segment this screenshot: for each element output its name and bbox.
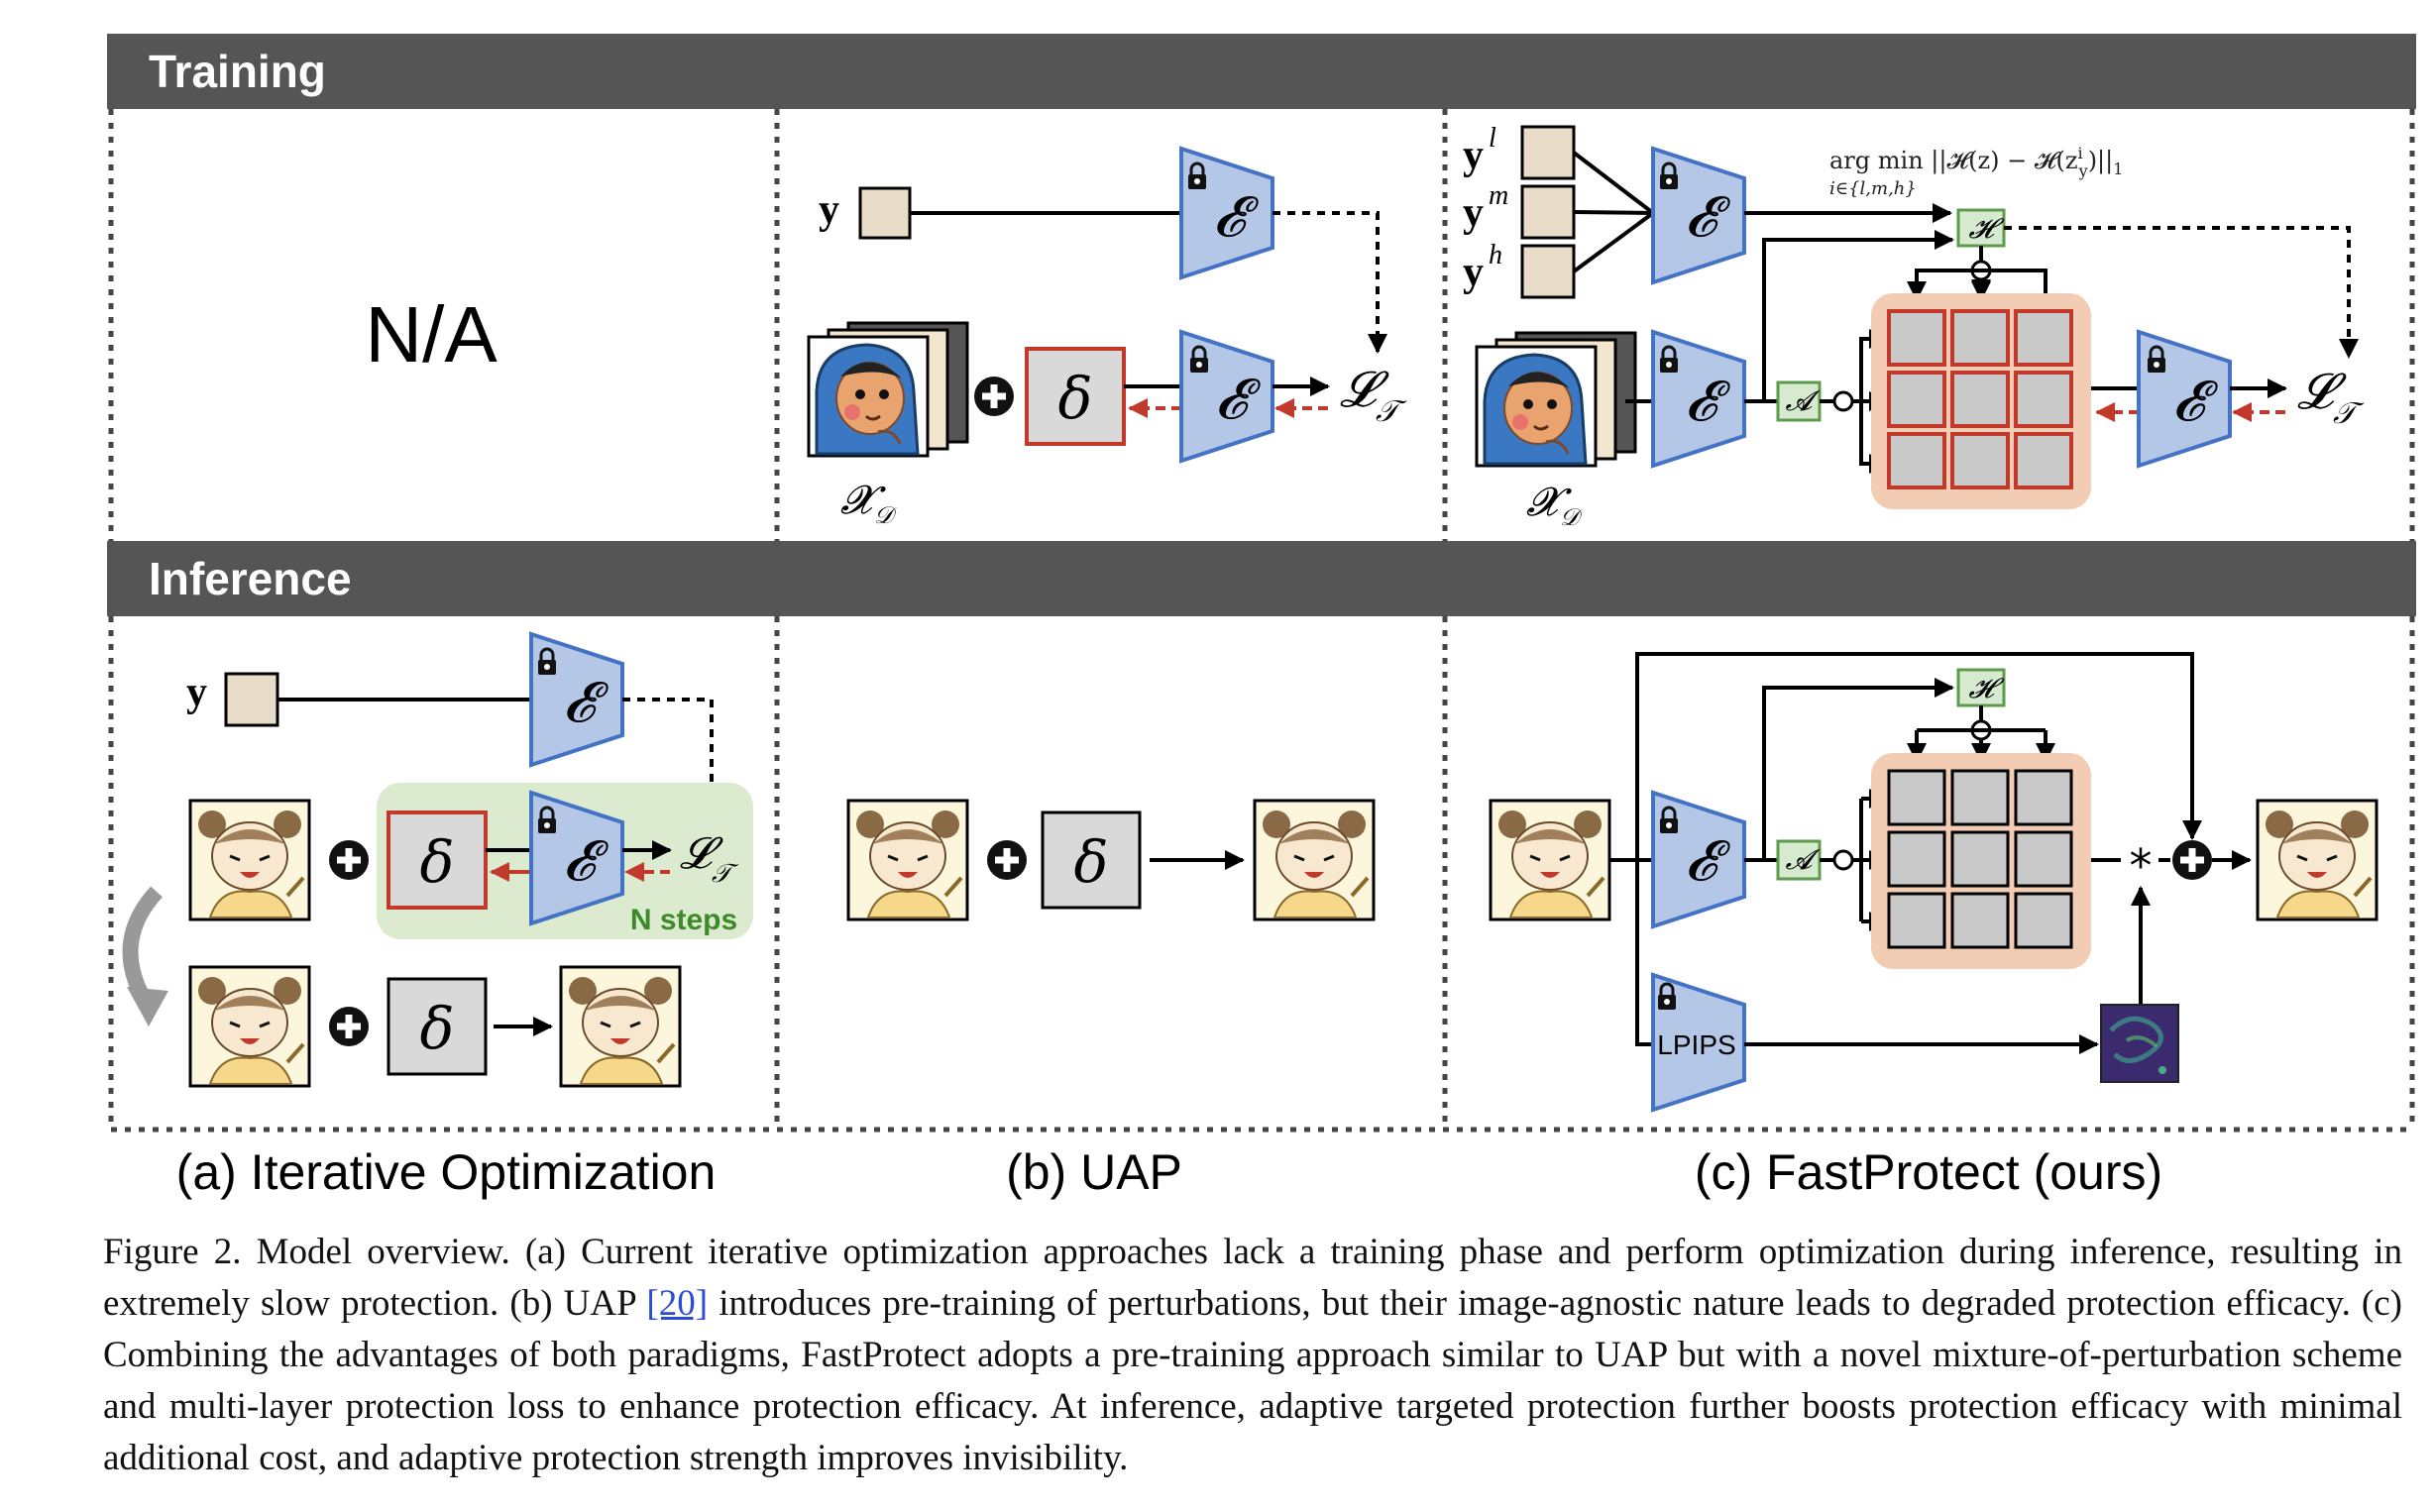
lpips-network <box>1651 972 1746 1113</box>
fp-train-mixture-grid <box>1887 309 2073 489</box>
token-y-m-label: y <box>1463 190 1484 236</box>
panel-label-b: (b) UAP <box>1006 1144 1182 1200</box>
fp-dataset-images <box>1475 331 1637 468</box>
fp-inf-adapter-box <box>1776 839 1822 881</box>
uap-inf-delta-symbol: δ <box>1074 828 1109 896</box>
citation-link[interactable]: [20] <box>646 1283 709 1324</box>
fastprotect-inference: 𝓔 𝓗 𝓐 * LPIPS <box>1489 652 2379 1113</box>
fp-inf-head-box <box>1956 668 2006 707</box>
token-y-h-label: y <box>1463 250 1484 295</box>
lpips-label: LPIPS <box>1657 1029 1735 1060</box>
token-y-l-label: y <box>1463 133 1484 178</box>
multiply-symbol: * <box>2130 839 2153 893</box>
training-header <box>107 34 2416 109</box>
uap-inference: δ <box>846 799 1376 921</box>
inference-header-label: Inference <box>149 553 352 604</box>
uap-dataset-images <box>807 321 969 458</box>
uap-protected-image <box>1253 799 1376 921</box>
uap-delta-box <box>1025 347 1126 446</box>
uap-training: y 𝓔 𝓧 𝒟 δ 𝓔 𝓛 𝒯 <box>807 146 1407 529</box>
fp-input-image <box>1489 799 1611 921</box>
training-header-label: Training <box>149 46 326 97</box>
uap-y-token <box>858 186 912 240</box>
panel-label-a: (a) Iterative Optimization <box>176 1144 717 1200</box>
panel-label-c: (c) FastProtect (ours) <box>1695 1144 2162 1200</box>
figure-caption: Figure 2. Model overview. (a) Current it… <box>103 1227 2402 1484</box>
argmin-subscript: i∈{l,m,h} <box>1829 178 1917 199</box>
iter-plus-icon-1 <box>329 840 369 880</box>
uap-dataset-subscript: 𝒟 <box>874 501 898 529</box>
token-y-m <box>1520 184 1576 240</box>
uap-y-label: y <box>819 187 839 233</box>
fp-train-loss-subscript: 𝒯 <box>2333 396 2365 431</box>
iter-protected-image <box>559 965 682 1088</box>
caption-text-start: Figure 2. Model overview. (a) Current it… <box>103 1232 2402 1324</box>
iter-delta-symbol: δ <box>420 828 455 896</box>
curved-arrow-icon <box>122 886 164 1005</box>
token-y-m-sup: m <box>1489 180 1508 211</box>
token-y-l-sup: l <box>1489 123 1496 154</box>
fp-inf-mixture-grid <box>1887 769 2073 949</box>
uap-delta-symbol: δ <box>1058 365 1093 432</box>
token-y-h <box>1520 244 1576 299</box>
uap-input-image <box>846 799 969 921</box>
n-steps-label: N steps <box>630 904 737 936</box>
uap-loss-subscript: 𝒯 <box>1376 394 1407 429</box>
iter-plus-icon-2 <box>329 1007 369 1046</box>
caption-text-end: introduces pre-training of perturbations… <box>103 1283 2402 1478</box>
training-na-text: N/A <box>365 290 498 378</box>
fp-protected-image <box>2256 799 2379 921</box>
uap-plus-icon <box>974 377 1014 416</box>
iter-optimized-delta-symbol: δ <box>420 995 455 1062</box>
iter-input-image <box>188 799 311 921</box>
iter-delta-box <box>387 810 488 910</box>
iter-y-token <box>224 672 279 727</box>
panel-frames <box>108 109 2415 1133</box>
token-y-l <box>1520 125 1576 180</box>
fp-dataset-subscript: 𝒟 <box>1560 503 1584 531</box>
uap-inf-delta-box <box>1041 810 1142 910</box>
inference-header <box>107 541 2416 616</box>
iter-optimized-delta-box <box>387 977 488 1076</box>
iter-input-image-2 <box>188 965 311 1088</box>
noise-map-icon <box>2100 1004 2179 1083</box>
token-y-h-sup: h <box>1489 240 1502 270</box>
uap-inf-plus-icon <box>987 840 1027 880</box>
fp-inf-plus-icon <box>2172 840 2212 880</box>
iterative-inference: y 𝓔 N steps δ 𝓔 𝓛 𝒯 δ <box>122 631 753 1088</box>
iter-y-label: y <box>186 670 207 715</box>
